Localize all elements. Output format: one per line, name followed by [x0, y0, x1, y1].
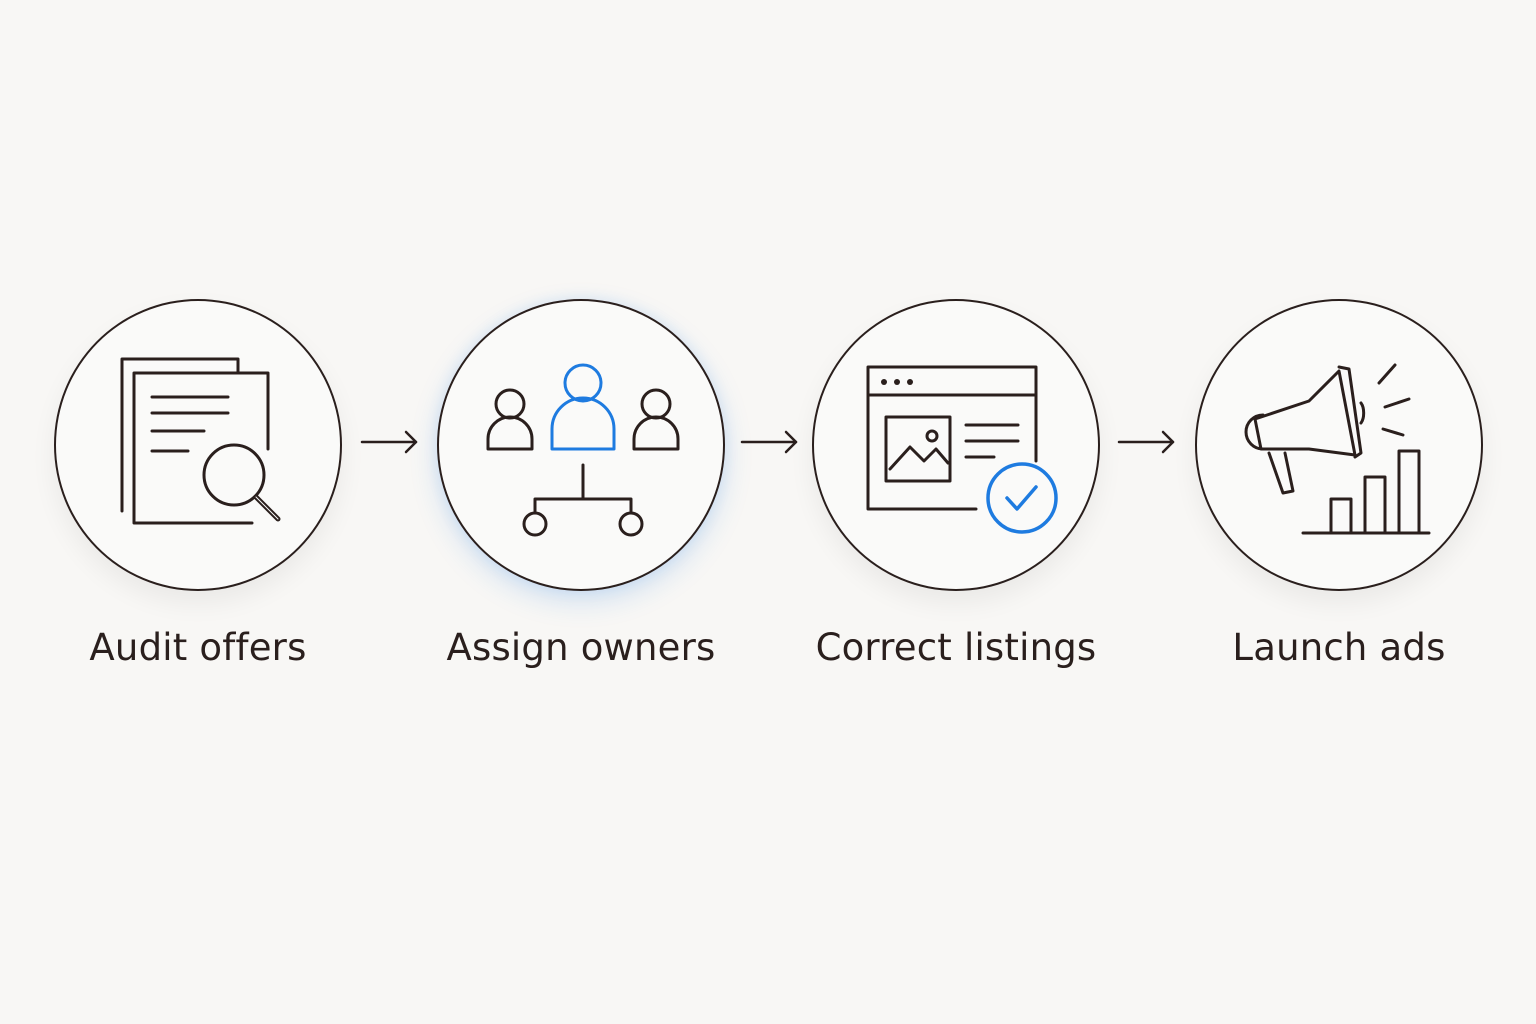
step-label: Assign owners	[446, 626, 716, 669]
listing-check-icon	[866, 365, 1058, 534]
step-circle	[437, 299, 725, 591]
step-label: Audit offers	[89, 626, 307, 669]
step-label: Correct listings	[815, 626, 1097, 669]
step-circle	[1195, 299, 1483, 591]
arrow-right-icon	[1117, 430, 1175, 454]
arrow-right-icon	[360, 430, 418, 454]
arrow-right-icon	[740, 430, 798, 454]
step-label: Launch ads	[1232, 626, 1446, 669]
step-circle	[812, 299, 1100, 591]
step-circle	[54, 299, 342, 591]
megaphone-chart-icon	[1244, 363, 1431, 535]
document-search-icon	[120, 357, 281, 525]
team-hierarchy-icon	[486, 363, 680, 537]
